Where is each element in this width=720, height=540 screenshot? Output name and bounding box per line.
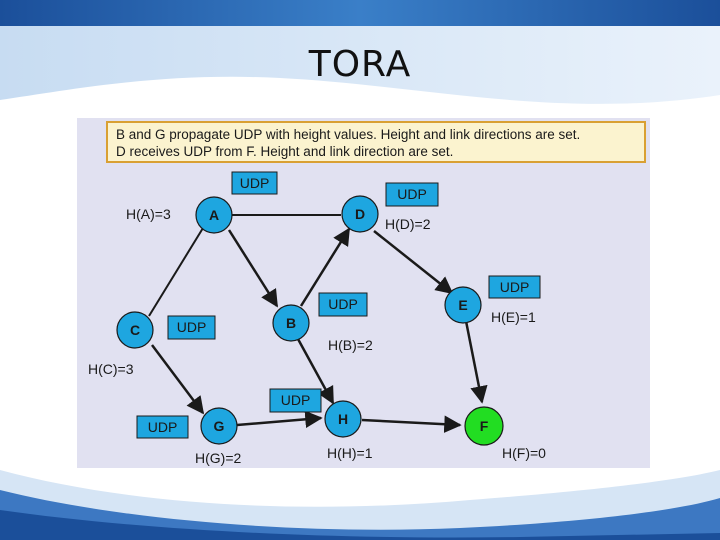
height-label-f: H(F)=0 bbox=[502, 445, 546, 461]
node-b-label: B bbox=[286, 315, 296, 331]
udp-box-3: UDP bbox=[488, 275, 541, 299]
node-a-label: A bbox=[209, 207, 219, 223]
edge-a-b bbox=[227, 229, 279, 308]
edge-g-h bbox=[236, 410, 323, 429]
udp-box-1: UDP bbox=[231, 171, 278, 195]
height-label-c: H(C)=3 bbox=[88, 361, 134, 377]
description-box: B and G propagate UDP with height values… bbox=[106, 121, 646, 163]
tora-diagram: UDP UDP UDP UDP UDP UDP UDP A bbox=[88, 171, 546, 466]
edges bbox=[148, 214, 488, 433]
udp-box-4: UDP bbox=[318, 292, 368, 317]
node-d: D bbox=[341, 195, 379, 233]
node-e-circle bbox=[444, 286, 482, 324]
node-f: F bbox=[464, 406, 504, 446]
edge-h-f bbox=[361, 415, 462, 433]
node-d-label: D bbox=[355, 206, 365, 222]
edge-a-c bbox=[148, 227, 204, 317]
height-label-b: H(B)=2 bbox=[328, 337, 373, 353]
node-g: G bbox=[200, 407, 238, 445]
edge-e-f bbox=[464, 320, 488, 404]
udp-label: UDP bbox=[240, 175, 270, 191]
node-f-label: F bbox=[480, 418, 489, 434]
description-line-1: B and G propagate UDP with height values… bbox=[116, 127, 581, 142]
udp-box-2: UDP bbox=[385, 182, 439, 207]
node-a-circle bbox=[195, 196, 233, 234]
udp-label: UDP bbox=[148, 419, 178, 435]
node-g-circle bbox=[200, 407, 238, 445]
node-b-circle bbox=[272, 304, 310, 342]
node-h-label: H bbox=[338, 411, 348, 427]
node-c-circle bbox=[116, 311, 154, 349]
height-label-e: H(E)=1 bbox=[491, 309, 536, 325]
node-f-circle bbox=[464, 406, 504, 446]
node-h: H bbox=[324, 400, 362, 438]
node-d-circle bbox=[341, 195, 379, 233]
height-label-a: H(A)=3 bbox=[126, 206, 171, 222]
slide-title: TORA bbox=[308, 44, 412, 85]
udp-label: UDP bbox=[397, 186, 427, 202]
description-line-2: D receives UDP from F. Height and link d… bbox=[116, 144, 454, 159]
udp-box-7: UDP bbox=[136, 415, 189, 439]
tora-diagram-figure: UDP UDP UDP UDP UDP UDP UDP A bbox=[77, 118, 650, 468]
udp-label: UDP bbox=[177, 319, 207, 335]
height-label-g: H(G)=2 bbox=[195, 450, 242, 466]
height-label-h: H(H)=1 bbox=[327, 445, 373, 461]
edge-b-h bbox=[296, 338, 335, 405]
node-b: B bbox=[272, 304, 310, 342]
udp-box-6: UDP bbox=[269, 388, 322, 413]
node-g-label: G bbox=[214, 418, 225, 434]
udp-label: UDP bbox=[328, 296, 358, 312]
node-e: E bbox=[444, 286, 482, 324]
edge-c-g bbox=[151, 344, 205, 415]
node-c: C bbox=[116, 311, 154, 349]
edge-b-d bbox=[299, 227, 351, 307]
node-e-label: E bbox=[458, 297, 467, 313]
edge-d-e bbox=[373, 230, 454, 295]
height-label-d: H(D)=2 bbox=[385, 216, 431, 232]
udp-label: UDP bbox=[281, 392, 311, 408]
node-c-label: C bbox=[130, 322, 140, 338]
node-h-circle bbox=[324, 400, 362, 438]
udp-label: UDP bbox=[500, 279, 530, 295]
node-a: A bbox=[195, 196, 233, 234]
udp-box-5: UDP bbox=[167, 315, 216, 340]
